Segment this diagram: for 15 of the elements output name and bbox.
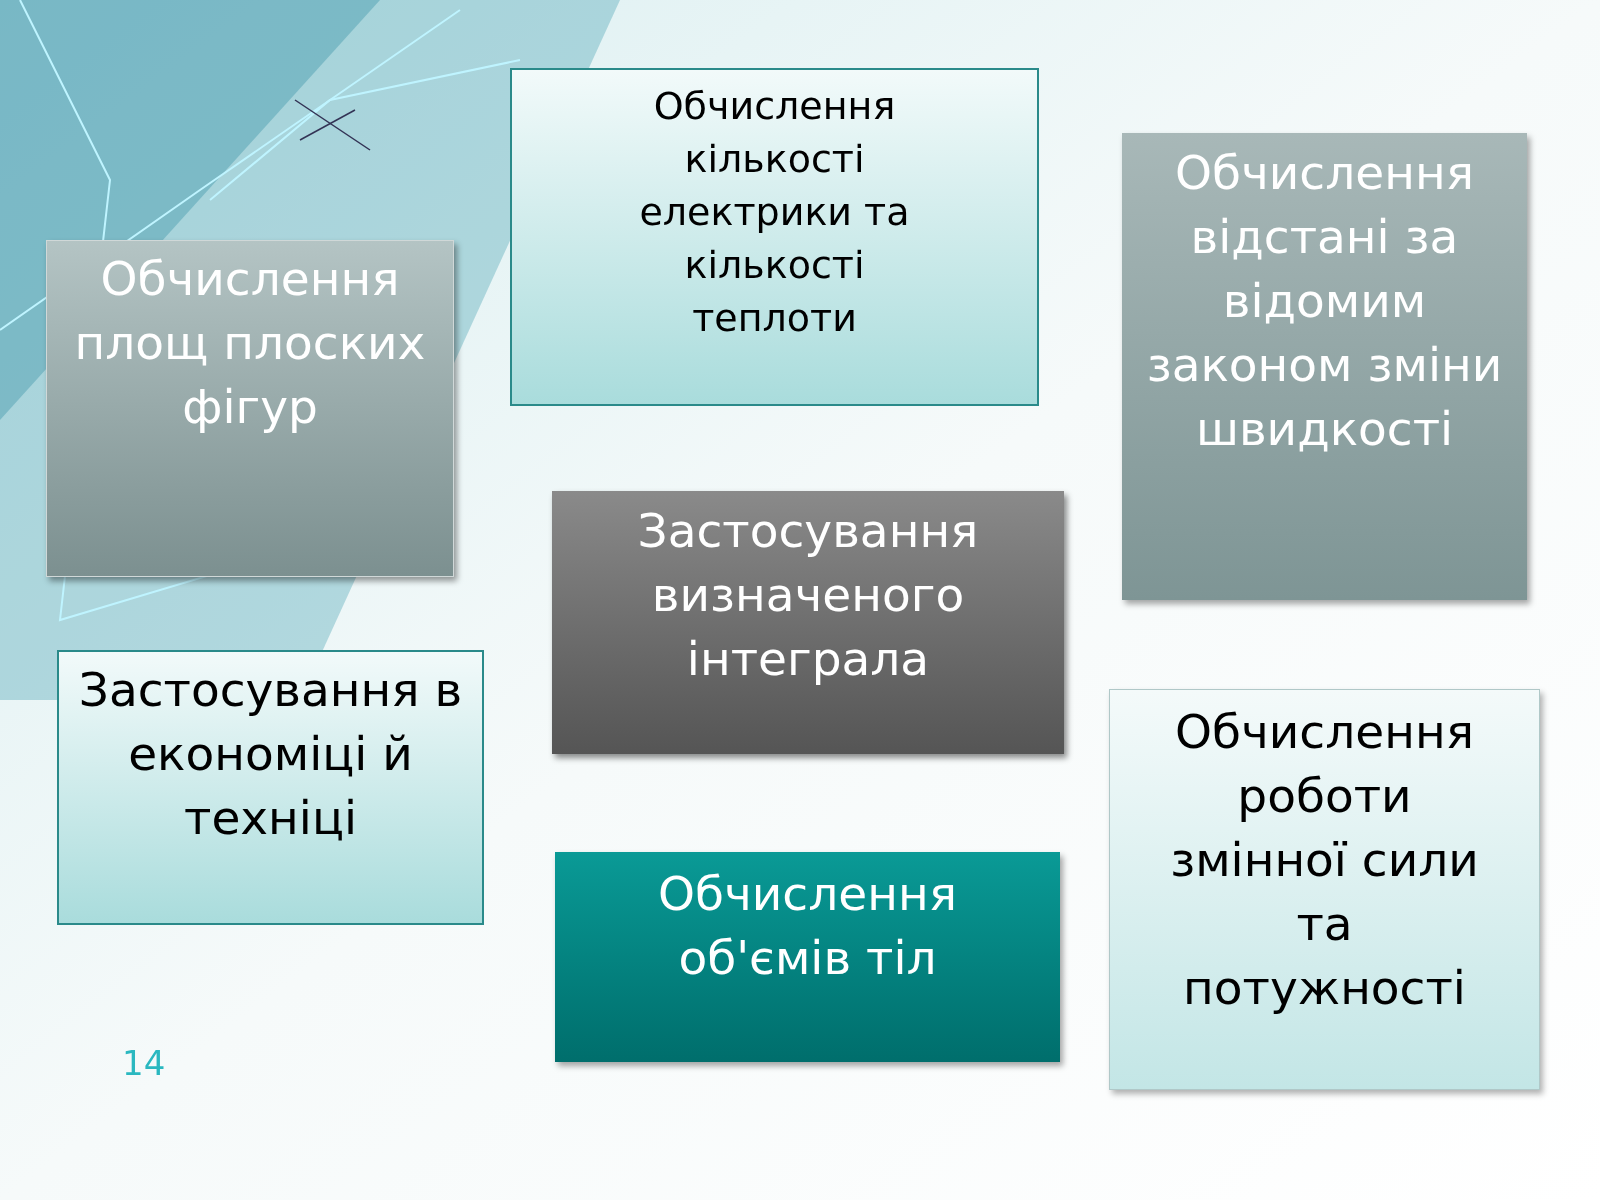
page-number: 14 [122,1042,166,1085]
box-text: Застосування в економіці й техніці [77,661,464,847]
box-text: Застосування визначеного інтеграла [636,502,980,688]
text-box [1109,689,1540,1090]
text-box [555,852,1060,1062]
text-box [57,650,484,925]
text-box [552,491,1064,754]
box-text: Обчислення кількості електрики та кількості теплоти [638,83,911,342]
box-text: Обчислення площ плоских фігур [73,250,427,436]
text-box [510,68,1039,406]
text-box [46,240,454,577]
text-box [1122,133,1527,600]
box-text: Обчислення роботи змінної сили та потужності [1169,703,1480,1017]
box-text: Обчислення відстані за відомим законом зміни швидкості [1145,144,1504,458]
box-text: Обчислення об'ємів тіл [657,865,958,987]
